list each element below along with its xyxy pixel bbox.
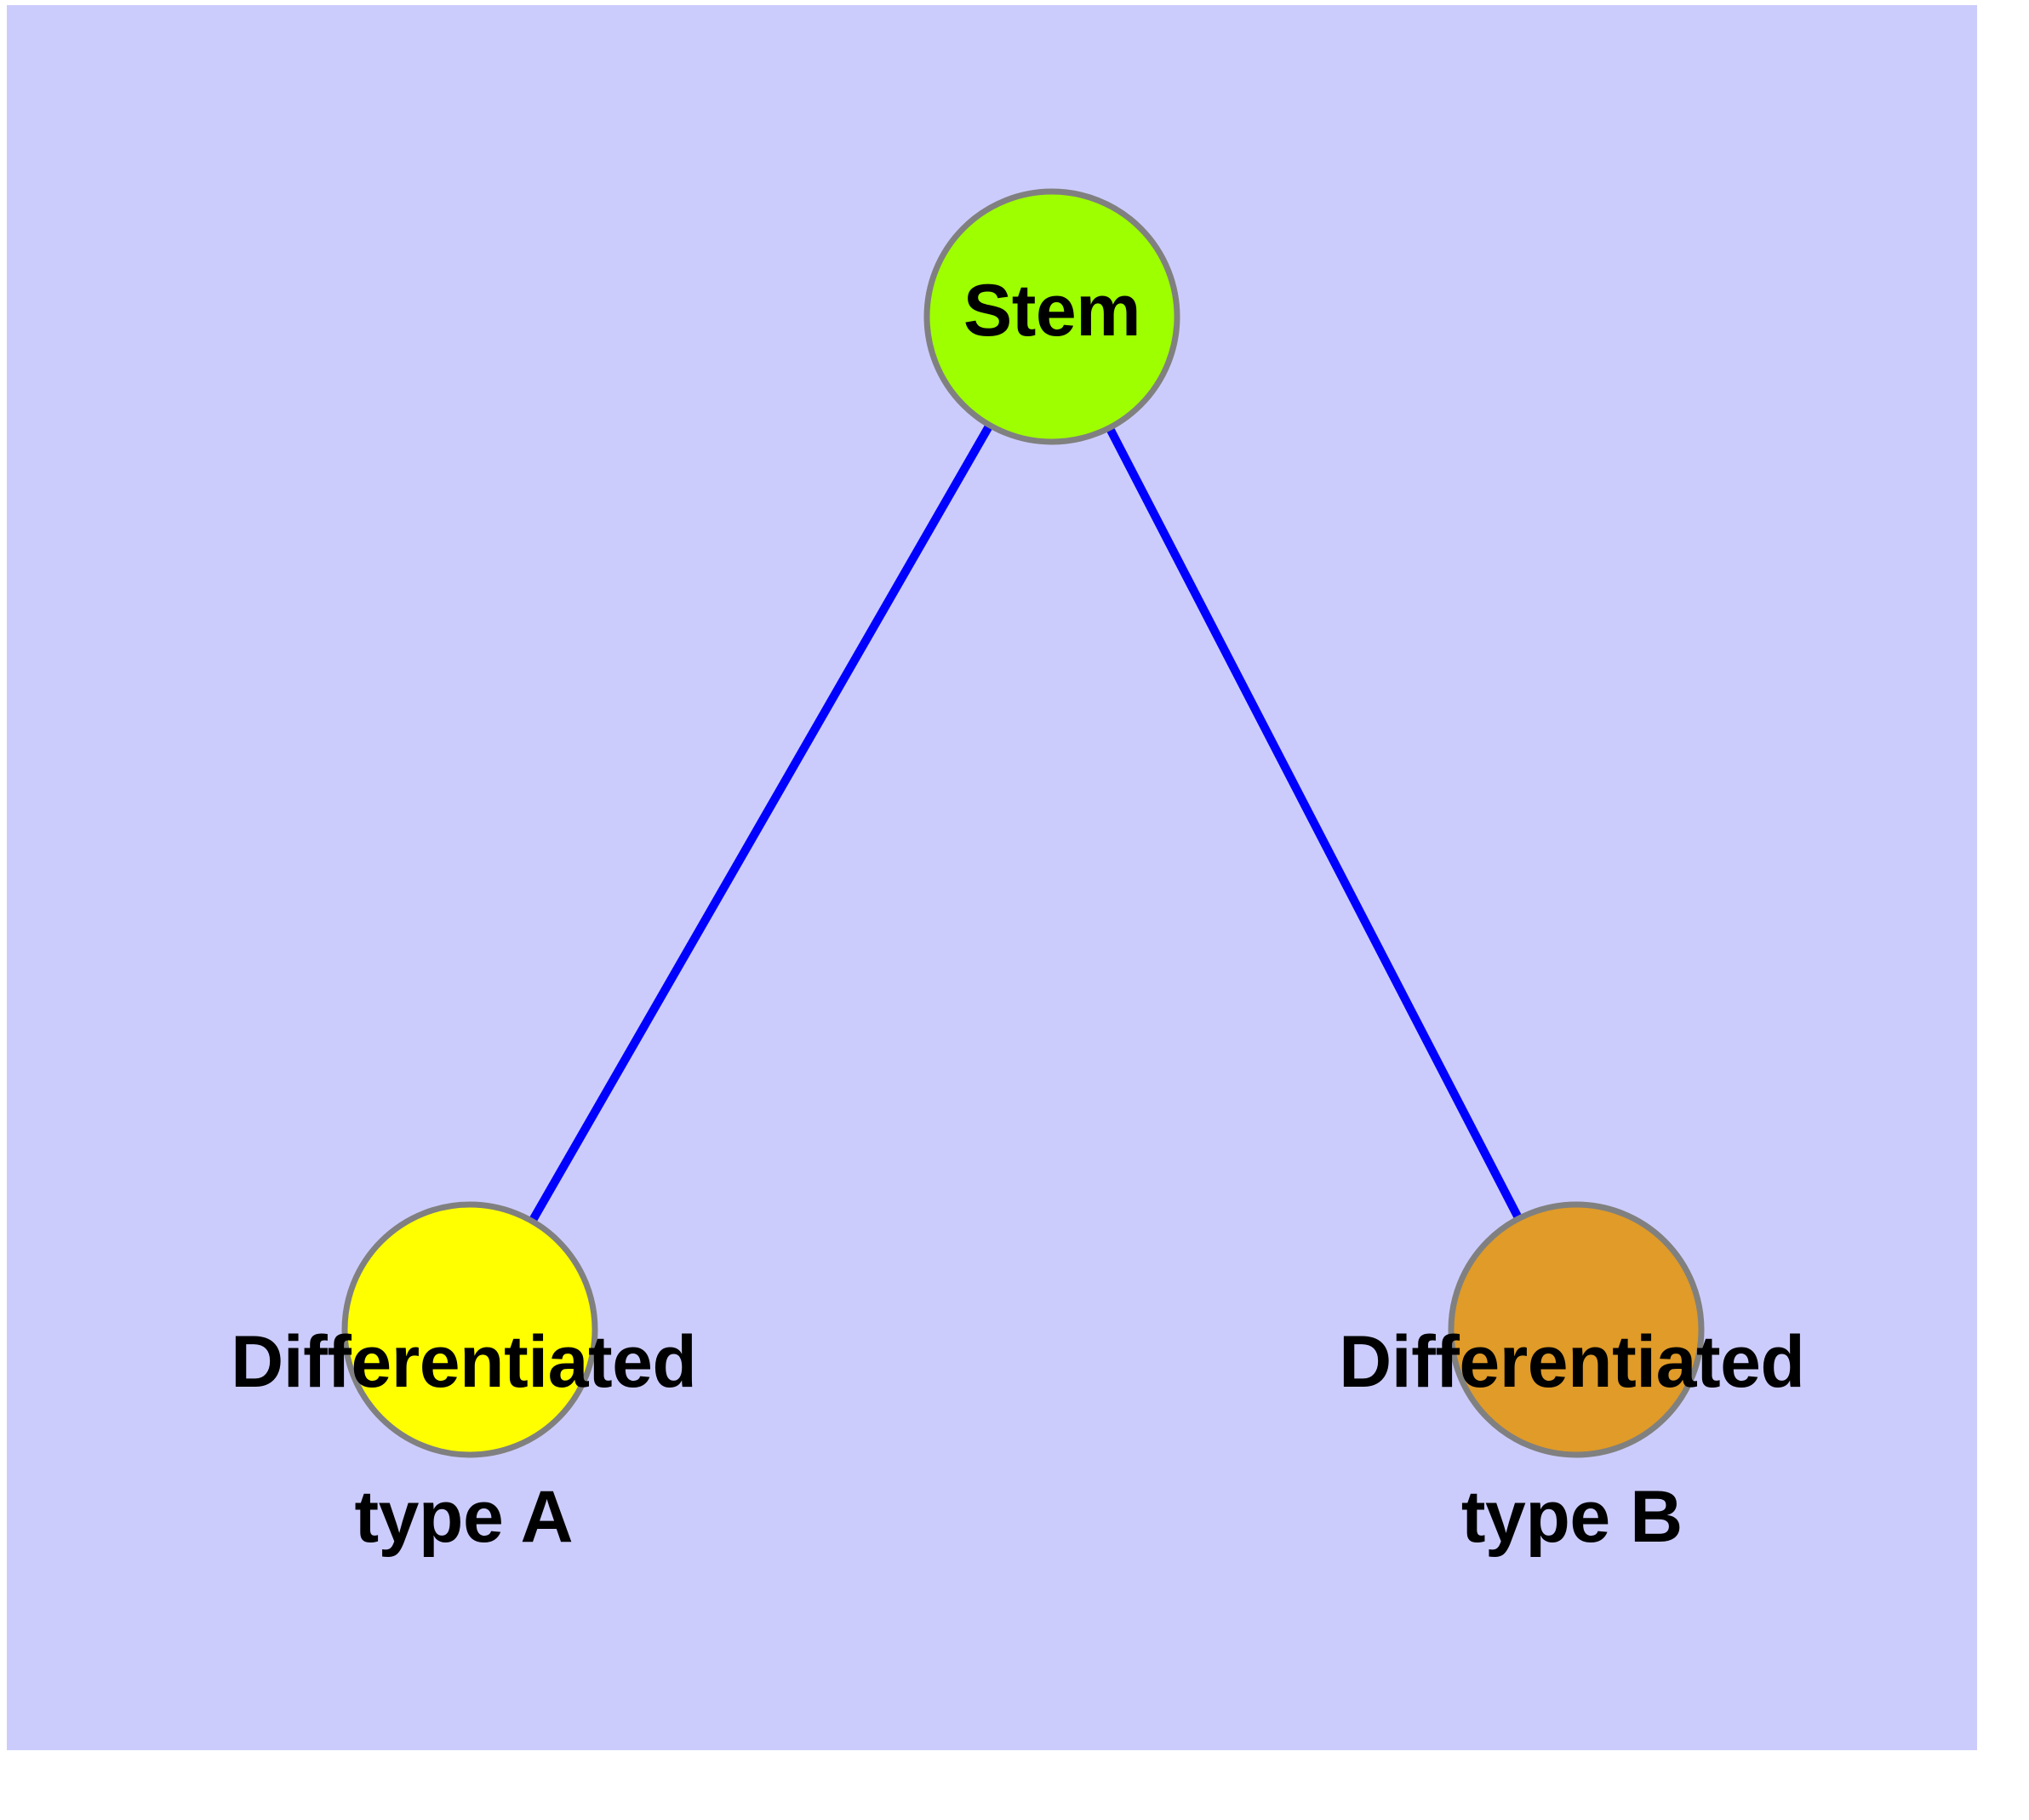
node-differentiated-type-b[interactable] <box>1448 1201 1705 1458</box>
edge-stem-to-differentiated-type-b[interactable] <box>1106 427 1522 1219</box>
edge-layer <box>529 425 1522 1222</box>
node-differentiated-type-a[interactable] <box>341 1201 598 1458</box>
edge-stem-to-differentiated-type-a[interactable] <box>529 425 992 1222</box>
node-layer <box>341 188 1705 1458</box>
node-stem[interactable] <box>923 188 1180 445</box>
